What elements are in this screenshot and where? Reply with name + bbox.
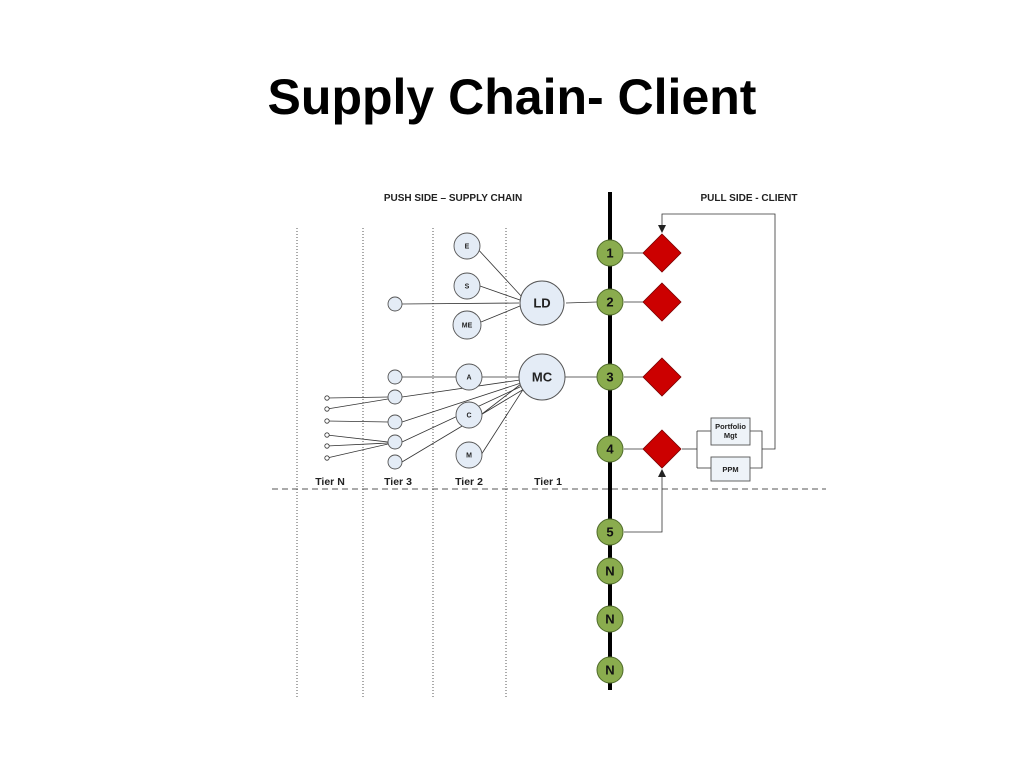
spine-node (596, 363, 624, 391)
edge (326, 398, 389, 410)
portfolio-mgt-label-line: Mgt (724, 431, 738, 440)
tier-n-dot (324, 443, 330, 449)
tier-3-node (387, 414, 403, 430)
edge (480, 387, 525, 456)
tier-2-node-s (453, 272, 481, 300)
tier-2-node-label: ME (462, 323, 473, 330)
edge (326, 396, 389, 399)
client-diamond (642, 357, 682, 397)
tier-2-node-c (455, 401, 483, 429)
spine-node-label: 1 (606, 246, 613, 261)
edge (565, 301, 598, 304)
tier-n-dot (324, 432, 330, 438)
tier-3-node (387, 369, 403, 385)
tier-2-node-m (455, 441, 483, 469)
ppm-box (710, 456, 751, 482)
tier-2-node-label: C (466, 413, 471, 420)
push-side-header: PUSH SIDE – SUPPLY CHAIN (384, 193, 522, 204)
edge (474, 245, 523, 298)
spine-node (596, 656, 624, 684)
spine-node-label: 4 (606, 442, 614, 457)
tier-n-dot (324, 395, 330, 401)
spine-node (596, 435, 624, 463)
tier-3-nodes (387, 296, 403, 470)
edge (326, 434, 389, 443)
spine-node-label: N (605, 564, 614, 579)
edge (480, 305, 521, 323)
portfolio-mgt-box (710, 417, 751, 446)
edge (326, 442, 389, 447)
client-diamond (642, 429, 682, 469)
edge (401, 302, 520, 305)
spine-node-label: N (605, 612, 614, 627)
tier-1-nodes: LD MC (518, 280, 566, 401)
spine-node-label: 2 (606, 295, 613, 310)
tier-2-node-label: A (466, 375, 471, 382)
pull-side-header: PULL SIDE - CLIENT (700, 193, 797, 204)
tier-label: Tier 3 (384, 476, 412, 488)
spine-node (596, 605, 624, 633)
spine-node (596, 288, 624, 316)
ppm-label: PPM (722, 465, 738, 474)
edge (481, 383, 522, 415)
spine-node-label: 3 (606, 370, 613, 385)
tier-3-node (387, 296, 403, 312)
tier-label: Tier N (315, 476, 345, 488)
client-diamond (642, 233, 682, 273)
spine-node (596, 239, 624, 267)
tier-separators (296, 228, 507, 698)
feedback-arrow (658, 213, 776, 450)
tier-n-nodes (324, 395, 330, 461)
client-diamond (642, 282, 682, 322)
tier-n-dot (324, 406, 330, 412)
tier-n-dot (324, 455, 330, 461)
tier-label: Tier 1 (534, 476, 562, 488)
tier-1-node-label: LD (533, 296, 550, 311)
tier-2-node-label: E (465, 244, 470, 251)
input-arrow (624, 469, 666, 533)
spine-node-label: 5 (606, 525, 613, 540)
edge (401, 379, 521, 398)
slide-title: Supply Chain- Client (267, 69, 757, 125)
edge (326, 420, 389, 423)
tier-label: Tier 2 (455, 476, 483, 488)
spine-node-label: N (605, 663, 614, 678)
tier-2-node-label: S (465, 284, 470, 291)
tier-2-node-a (455, 363, 483, 391)
tier-3-node (387, 454, 403, 470)
tier-1-node-ld (519, 280, 565, 326)
tier-2-nodes: E S ME A C M (452, 232, 483, 469)
edge (401, 382, 522, 423)
tier-3-node (387, 389, 403, 405)
edge (750, 430, 763, 469)
tier-n-dot (324, 418, 330, 424)
tier-1-node-mc (518, 353, 566, 401)
tier-2-node-me (452, 310, 482, 340)
portfolio-mgt-label-line: Portfolio (715, 422, 746, 431)
spine-node (596, 557, 624, 585)
client-diamonds (642, 233, 682, 469)
edge (326, 443, 389, 459)
tier-2-node-label: M (466, 453, 472, 460)
tier-2-node-e (453, 232, 481, 260)
edge (479, 285, 521, 301)
spine-node (596, 518, 624, 546)
tier-3-node (387, 434, 403, 450)
tier-1-node-label: MC (532, 370, 553, 385)
spine-nodes: 1 2 3 4 5 N N N (596, 239, 624, 684)
